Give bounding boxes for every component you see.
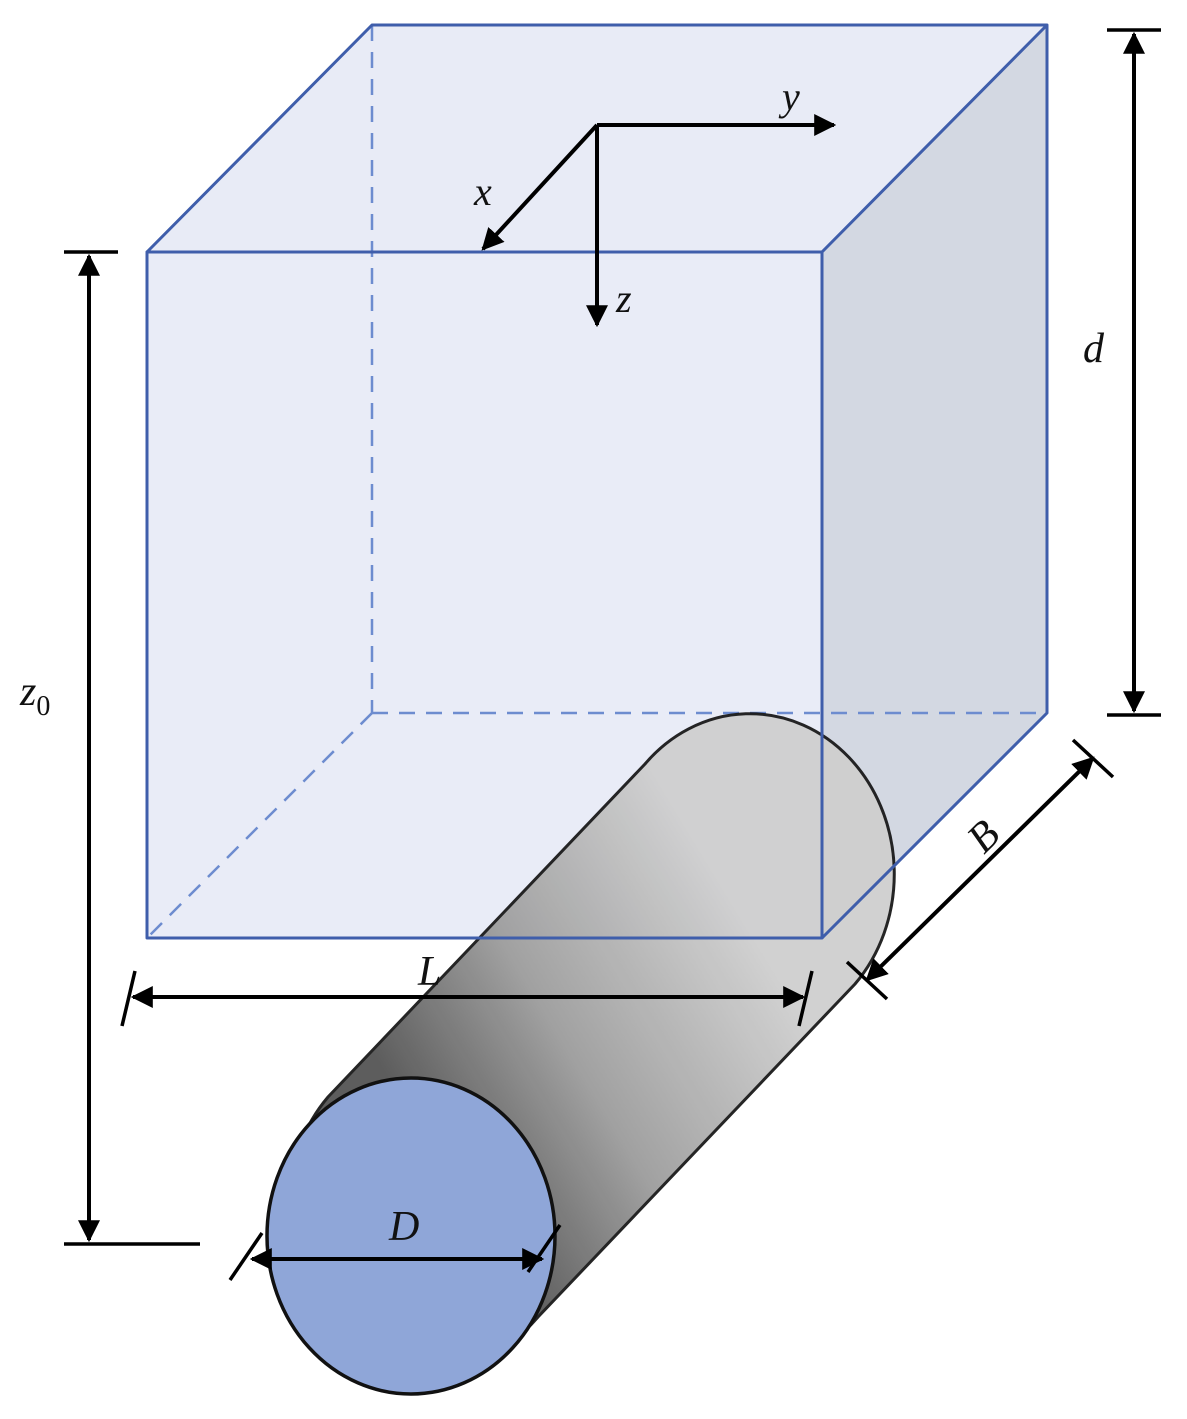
box-side-face [822, 25, 1047, 938]
box-front-outline [145, 250, 824, 940]
coordinate-axes: y x z [473, 74, 837, 328]
axis-x-label: x [473, 169, 492, 214]
length-tick-left [120, 970, 137, 1027]
pipe-end-face [265, 1076, 557, 1396]
diameter-tick-left [228, 1232, 264, 1281]
diameter-label: D [388, 1204, 419, 1250]
width-label: B [959, 811, 1010, 862]
burial-depth-subscript: 0 [36, 691, 50, 722]
width-arrow [865, 756, 1095, 982]
dimension-diameter: D [228, 1204, 562, 1281]
dimension-length: L [120, 949, 814, 1027]
axis-y-label: y [778, 74, 800, 119]
burial-depth-label: z0 [19, 669, 50, 722]
pipe-cylinder [265, 712, 896, 1396]
axis-z-label: z [615, 276, 632, 321]
length-label: L [417, 949, 441, 995]
burial-depth-symbol: z [19, 669, 36, 715]
depth-label: d [1083, 326, 1105, 372]
dimension-burial-depth: z0 [19, 250, 200, 1246]
length-tick-right [797, 970, 814, 1027]
dimension-depth: d [1083, 28, 1161, 717]
axis-x-arrow [481, 123, 599, 251]
